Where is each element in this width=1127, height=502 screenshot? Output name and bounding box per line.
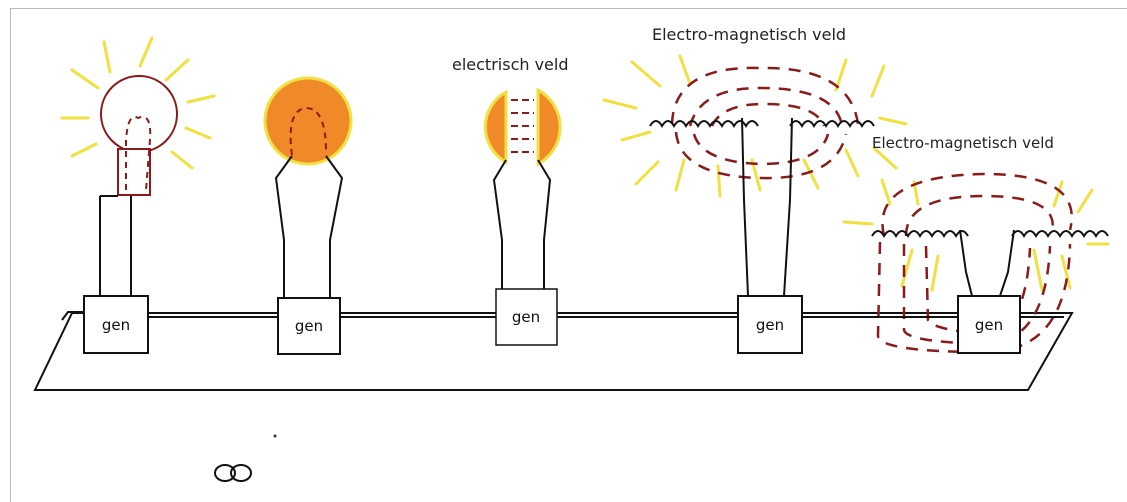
canvas-frame <box>10 8 1127 502</box>
coil-windings <box>871 230 1109 238</box>
bulb-left-half <box>483 89 508 165</box>
unit-em-field-coil <box>602 54 908 297</box>
generator-label: gen <box>512 308 540 326</box>
unit-glowing-bulb <box>60 36 216 321</box>
bulb-base <box>117 148 151 196</box>
generator-label: gen <box>975 316 1003 334</box>
glow-rays <box>60 36 216 170</box>
generator-label: gen <box>756 316 784 334</box>
bulb-filament <box>289 106 327 156</box>
electric-field-lines <box>511 99 534 153</box>
glow-rays <box>602 54 908 198</box>
generator-label: gen <box>102 316 130 334</box>
generator-4: gen <box>737 295 803 354</box>
bulb-glass <box>263 76 353 166</box>
electric-field-label: electrisch veld <box>452 55 569 74</box>
stray-dot <box>273 434 277 438</box>
generator-2: gen <box>277 297 341 355</box>
infinity-scribble <box>214 464 252 482</box>
bulb-glass <box>100 75 178 153</box>
em-field-label-top: Electro-magnetisch veld <box>652 25 846 44</box>
em-field-label-right: Electro-magnetisch veld <box>872 134 1054 152</box>
coil-windings <box>649 120 875 128</box>
unit-electric-field <box>483 87 562 290</box>
em-field-loops <box>670 66 860 180</box>
generator-label: gen <box>295 317 323 335</box>
generator-1: gen <box>83 295 149 354</box>
glow-rays <box>842 178 1110 292</box>
generator-5: gen <box>957 295 1021 354</box>
bulb-right-half <box>536 87 562 167</box>
unit-orange-bulb <box>263 76 353 298</box>
generator-3: gen <box>495 288 558 346</box>
bulb-filament <box>125 116 152 191</box>
